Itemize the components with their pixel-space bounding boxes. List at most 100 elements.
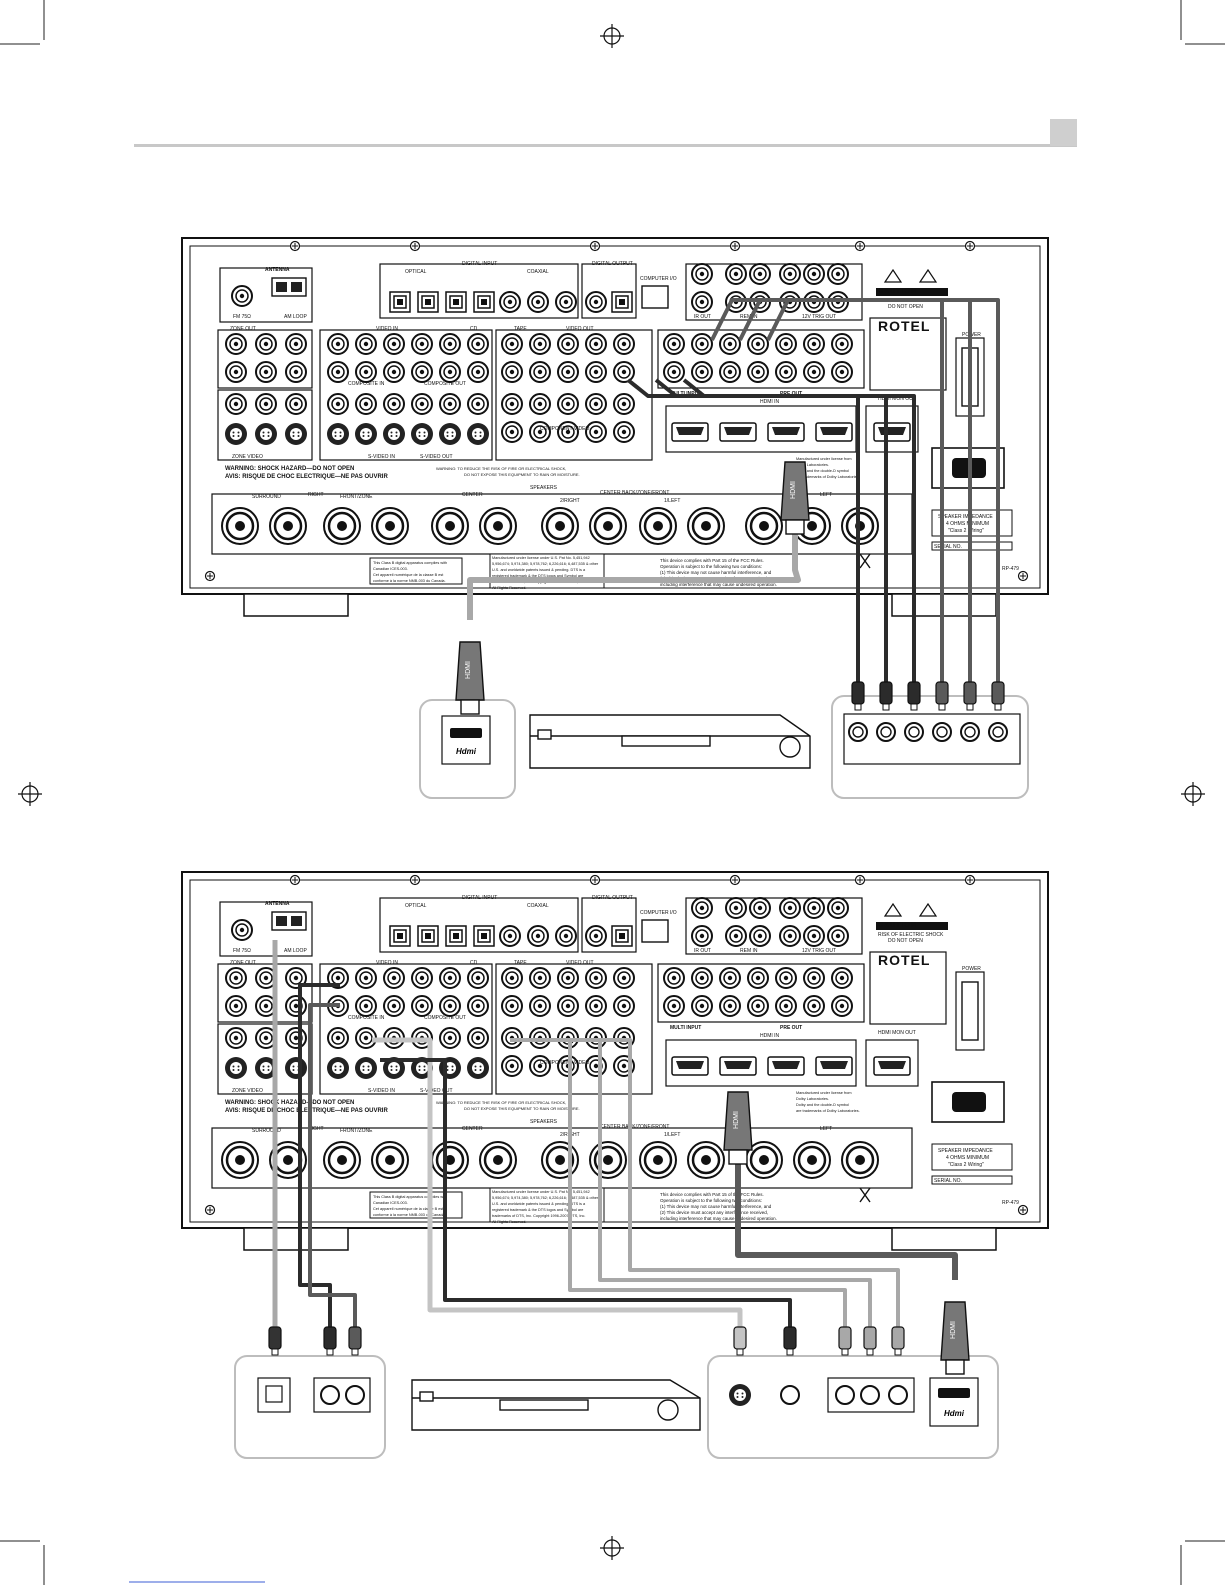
- registration-mark-top: [600, 24, 624, 48]
- rca-cable-top: [766, 298, 1000, 690]
- audio-plug-l: [323, 1326, 337, 1350]
- audio-source-jack: [345, 1385, 365, 1405]
- optical-port-inner: [265, 1385, 283, 1403]
- hdmi-cable-top: [467, 520, 801, 620]
- panel-hardware: [204, 874, 1029, 1223]
- composite-cable: [380, 1058, 792, 1330]
- component-cable: [510, 1038, 847, 1330]
- rca-source-jack-ring: [964, 726, 976, 738]
- weee-bin-icon: [859, 1187, 871, 1203]
- optical-plug-tip: [271, 1348, 279, 1356]
- hdmi-plug-source-top: [455, 641, 485, 701]
- hdmi-plug-source-bottom-connector: [945, 1359, 965, 1375]
- svideo-cable: [372, 1037, 743, 1330]
- warning-triangle-icon: [918, 902, 938, 917]
- component-source-jack: [860, 1385, 880, 1405]
- hdmi-plug-receiver-top: [780, 461, 810, 521]
- computer-io-port: [641, 919, 669, 943]
- component-cable: [540, 1038, 872, 1330]
- audio-plug-l-tip: [326, 1348, 334, 1356]
- rca-plug-source-top: [851, 681, 865, 705]
- video-in-section: [319, 963, 493, 1095]
- rca-cable-top: [626, 378, 860, 690]
- page-tab: [1050, 119, 1077, 146]
- component-cable: [570, 1038, 900, 1330]
- caution-bar: [876, 288, 948, 296]
- hdmi-cable-bottom: [735, 1150, 958, 1280]
- component-source-jack: [888, 1385, 908, 1405]
- impedance-plate: [931, 1143, 1013, 1171]
- hdmi-logo: Hdmi: [944, 1409, 965, 1418]
- rca-source-jack-top: [904, 722, 924, 742]
- optical-plug: [268, 1326, 282, 1350]
- rca-plug-source-top-tip: [910, 703, 918, 711]
- rca-plug-source-top-tip: [966, 703, 974, 711]
- composite-source-jack: [780, 1385, 800, 1405]
- rca-plug-source-top-tip: [854, 703, 862, 711]
- rca-cable-top: [654, 378, 888, 690]
- rca-plug-source-top: [879, 681, 893, 705]
- rca-source-jack-ring: [936, 726, 948, 738]
- hdmi-socket-slot: [450, 728, 482, 738]
- svideo-source-port: [729, 1384, 751, 1406]
- composite-plug-tip: [786, 1348, 794, 1356]
- hdmi-plug-label: HDMI: [790, 481, 797, 499]
- receiver-panel-bottom: [180, 870, 1050, 1260]
- ac-inlet: [931, 1081, 1005, 1123]
- am-terminal-b: [291, 282, 302, 292]
- registration-mark-right: [1181, 782, 1205, 806]
- ac-inlet-socket: [952, 1092, 986, 1112]
- composite-plug: [783, 1326, 797, 1350]
- weee-bin-icon: [859, 553, 871, 569]
- rca-plug-source-top-tip: [994, 703, 1002, 711]
- audio-plug-r: [348, 1326, 362, 1350]
- component-plug: [891, 1326, 905, 1350]
- optical-source-box: [234, 1355, 386, 1459]
- audio-jack-plate: [313, 1377, 371, 1413]
- rca-source-jack-top: [876, 722, 896, 742]
- header-rule: [134, 144, 1077, 147]
- hdmi-plug-source-top-connector: [460, 699, 480, 715]
- rca-source-jack-top: [960, 722, 980, 742]
- serial-plate: [931, 1175, 1013, 1185]
- warning-triangle-icon: [918, 268, 938, 283]
- power-switch: [961, 981, 979, 1041]
- audio-cable-r: [308, 1003, 357, 1330]
- rca-plug-source-top: [907, 681, 921, 705]
- hdmi-socket-slot: [938, 1388, 970, 1398]
- computer-io-port: [641, 285, 669, 309]
- canada-plate: [369, 557, 463, 585]
- rca-source-jack-top: [988, 722, 1008, 742]
- component-plug-tip: [841, 1348, 849, 1356]
- hdmi-plug-source-bottom: [940, 1301, 970, 1361]
- warning-triangle-icon: [883, 902, 903, 917]
- video-source-box: [707, 1355, 999, 1459]
- hdmi-plug-label: HDMI: [733, 1111, 740, 1129]
- rca-plug-source-top-tip: [882, 703, 890, 711]
- audio-cable-l: [298, 983, 340, 1330]
- analog-source-box: [831, 695, 1029, 799]
- dvd-player-bottom: [411, 1379, 701, 1431]
- hdmi-plug-label: HDMI: [950, 1321, 957, 1339]
- warning-triangle-icon: [883, 268, 903, 283]
- svideo-plug: [733, 1326, 747, 1350]
- dts-plate: [489, 1187, 605, 1223]
- hdmi-socket-bottom: [929, 1377, 979, 1427]
- component-jack-plate: [827, 1377, 915, 1413]
- registration-mark-bottom: [600, 1536, 624, 1560]
- rca-source-jack-ring: [992, 726, 1004, 738]
- analog-jack-plate: [843, 713, 1021, 765]
- component-source-jack: [835, 1385, 855, 1405]
- rca-source-jack-ring: [852, 726, 864, 738]
- hdmi-logo: Hdmi: [456, 747, 477, 756]
- rca-cable-top: [738, 298, 972, 690]
- rca-plug-source-top: [935, 681, 949, 705]
- model-plate: [869, 317, 947, 391]
- model-plate: [869, 951, 947, 1025]
- hdmi-plug-label: HDMI: [465, 661, 472, 679]
- component-plug: [838, 1326, 852, 1350]
- rca-cable-top: [710, 298, 944, 690]
- component-plug-tip: [866, 1348, 874, 1356]
